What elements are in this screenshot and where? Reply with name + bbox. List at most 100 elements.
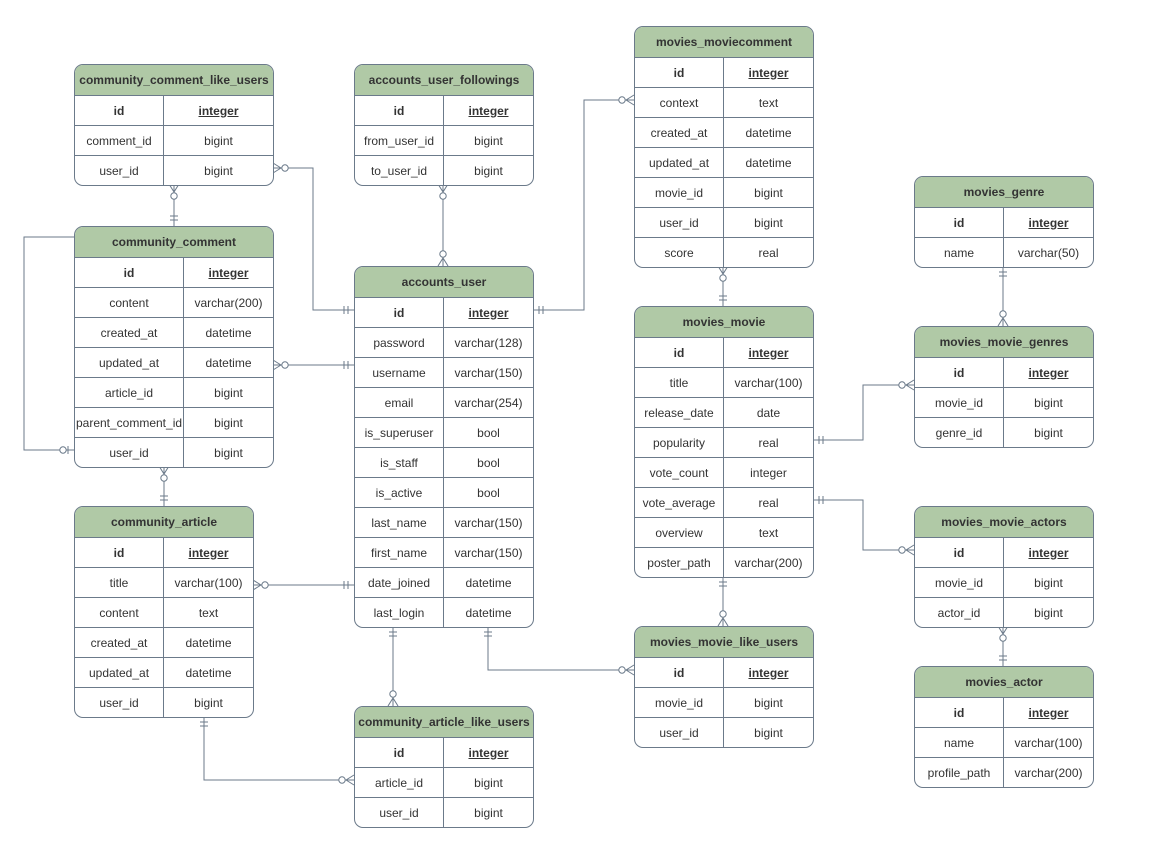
column-name: first_name	[355, 538, 444, 567]
column-name: release_date	[635, 398, 724, 427]
column-name: is_staff	[355, 448, 444, 477]
column-name: name	[915, 728, 1004, 757]
column-name: last_login	[355, 598, 444, 627]
column-name: vote_count	[635, 458, 724, 487]
column-type: datetime	[465, 575, 512, 590]
column-name: is_superuser	[355, 418, 444, 447]
column-type: varchar(200)	[194, 295, 263, 310]
column-name: movie_id	[915, 388, 1004, 417]
column-name: id	[355, 298, 444, 327]
column-type: bigint	[1034, 425, 1063, 440]
column-name: id	[915, 208, 1004, 237]
column-name: user_id	[75, 688, 164, 717]
column-name: id	[75, 538, 164, 567]
column-type: bigint	[474, 133, 503, 148]
table-title: movies_movie_actors	[915, 507, 1093, 538]
column-type: varchar(150)	[454, 515, 523, 530]
column-name: actor_id	[915, 598, 1004, 627]
column-type: varchar(200)	[1014, 765, 1083, 780]
column-name: score	[635, 238, 724, 267]
relationship-line	[487, 626, 634, 671]
column-name: user_id	[75, 438, 184, 467]
column-name: user_id	[635, 208, 724, 237]
column-name: overview	[635, 518, 724, 547]
